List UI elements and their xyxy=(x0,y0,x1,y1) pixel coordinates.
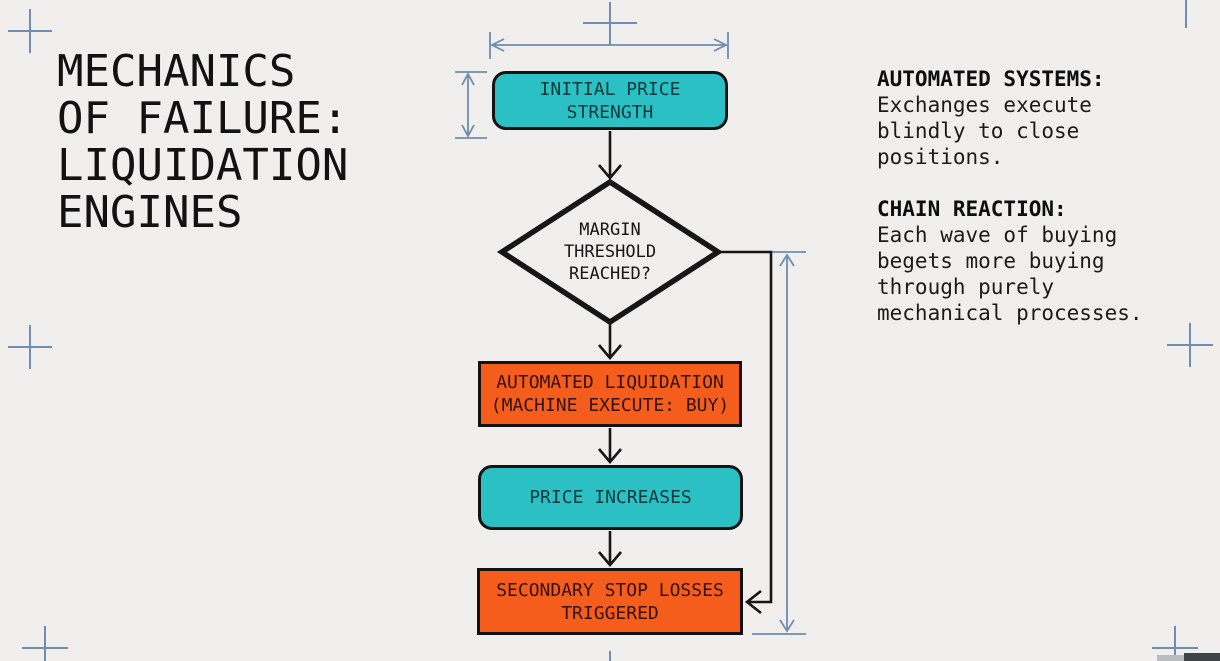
node-margin-threshold-label: MARGIN THRESHOLD REACHED? xyxy=(563,220,657,284)
node-automated-liquidation: AUTOMATED LIQUIDATION (MACHINE EXECUTE: … xyxy=(478,361,742,427)
arrow-diamond-to-liquidation xyxy=(598,323,622,361)
annotation-heading: CHAIN REACTION: xyxy=(877,197,1067,221)
registration-mark-top-left xyxy=(8,9,52,53)
registration-mark-mid-left xyxy=(8,325,52,369)
flow-connectors xyxy=(598,131,773,615)
node-automated-liquidation-label: AUTOMATED LIQUIDATION (MACHINE EXECUTE: … xyxy=(490,372,730,416)
dimension-height-left xyxy=(455,71,487,139)
annotation-column: AUTOMATED SYSTEMS: Exchanges execute bli… xyxy=(877,66,1177,352)
annotation-body: Exchanges execute blindly to close posit… xyxy=(877,93,1092,169)
annotation-body: Each wave of buying begets more buying t… xyxy=(877,223,1143,325)
node-secondary-stop-losses: SECONDARY STOP LOSSES TRIGGERED xyxy=(477,568,743,635)
registration-mark-bottom-left xyxy=(22,626,68,661)
registration-mark-mid-right xyxy=(1167,323,1213,367)
dimension-height-right xyxy=(752,251,806,635)
node-price-increases: PRICE INCREASES xyxy=(478,465,743,530)
node-initial-price-strength-label: INITIAL PRICE STRENGTH xyxy=(539,78,681,123)
dimension-annotations xyxy=(455,32,806,635)
annotation-automated-systems: AUTOMATED SYSTEMS: Exchanges execute bli… xyxy=(877,66,1177,170)
node-secondary-stop-losses-label: SECONDARY STOP LOSSES TRIGGERED xyxy=(496,579,724,624)
corner-bar-light xyxy=(1157,655,1184,661)
arrow-initial-to-diamond xyxy=(598,131,622,181)
node-price-increases-label: PRICE INCREASES xyxy=(529,487,692,508)
corner-artifact-bars xyxy=(1157,653,1220,661)
arrow-price-to-stoploss xyxy=(598,531,622,568)
dimension-width-top xyxy=(489,32,729,59)
registration-mark-top-center xyxy=(583,2,637,45)
decision-diamond-shape xyxy=(496,178,724,326)
feedback-loop-arrow xyxy=(718,250,773,615)
corner-bar-dark xyxy=(1184,653,1220,661)
arrow-liquidation-to-price xyxy=(598,428,622,465)
annotation-chain-reaction: CHAIN REACTION: Each wave of buying bege… xyxy=(877,196,1177,326)
page-title: MECHANICS OF FAILURE: LIQUIDATION ENGINE… xyxy=(57,46,349,238)
annotation-heading: AUTOMATED SYSTEMS: xyxy=(877,67,1105,91)
node-initial-price-strength: INITIAL PRICE STRENGTH xyxy=(492,71,728,130)
